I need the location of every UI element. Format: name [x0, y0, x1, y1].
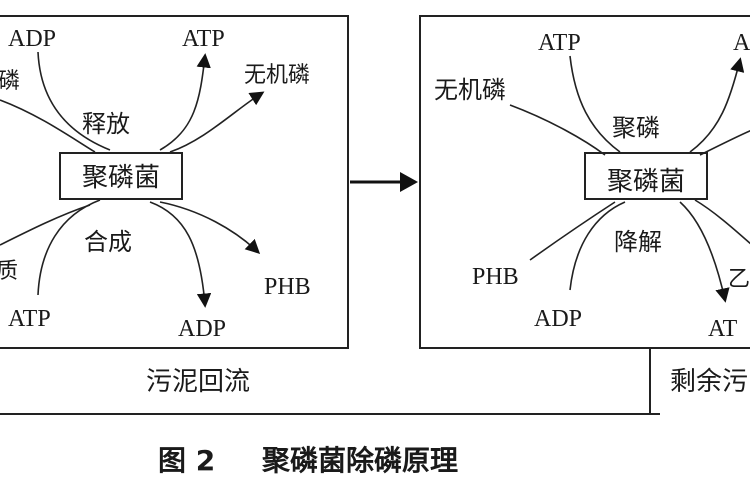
left-bacteria-box	[59, 152, 183, 200]
left-synthesis-label: 合成	[84, 228, 132, 256]
right-uptake-label: 聚磷	[612, 114, 660, 142]
phb-to-box-curve	[529, 201, 616, 261]
right-offscreen-curve-bottom	[694, 199, 750, 245]
box-to-phosphate-arrow	[169, 91, 265, 153]
figure-title: 聚磷菌除磷原理	[261, 444, 458, 477]
atp-to-box-curve-right	[569, 55, 621, 153]
left-release-label: 释放	[82, 110, 130, 138]
box-to-adp-arrow	[149, 201, 212, 308]
figure-number: 图 2	[158, 444, 215, 477]
box-to-atp-arrow-right	[679, 201, 730, 303]
transition-arrow-head	[400, 172, 418, 192]
sludge-return-label: 污泥回流	[146, 367, 250, 397]
excess-sludge-label: 剩余污	[670, 367, 748, 397]
left-bacteria-label: 聚磷菌	[82, 163, 160, 193]
right-cut-char-label: 乙	[728, 267, 750, 292]
phosphate-to-box-curve	[509, 104, 606, 156]
right-degrade-label: 降解	[614, 228, 662, 256]
right-panel-frame	[419, 15, 750, 349]
right-atp-cut-label: AT	[708, 316, 738, 342]
left-phb-label: PHB	[264, 274, 311, 300]
left-atp-top-label: ATP	[182, 26, 225, 52]
box-to-adp-arrow-right	[689, 57, 745, 153]
right-adp-bottom-label: ADP	[534, 306, 582, 332]
right-adp-cut-label: A	[733, 30, 750, 56]
left-offscreen-curve	[0, 99, 96, 153]
left-cut-phosphate-label: 磷	[0, 69, 20, 94]
left-atp-bottom-label: ATP	[8, 306, 51, 332]
left-offscreen-curve-bottom	[0, 204, 91, 246]
adp-to-box-curve-right	[569, 201, 626, 291]
box-to-atp-arrow	[159, 53, 211, 151]
right-atp-top-label: ATP	[538, 30, 581, 56]
left-cut-char-label: 质	[0, 259, 18, 284]
adp-to-box-curve	[37, 51, 111, 151]
left-adp-bottom-label: ADP	[178, 316, 226, 342]
right-phosphate-label: 无机磷	[434, 76, 506, 104]
right-offscreen-curve	[699, 129, 750, 156]
left-panel-frame	[0, 15, 349, 349]
box-to-phb-arrow	[159, 201, 261, 254]
right-bacteria-box	[584, 152, 708, 200]
right-bacteria-label: 聚磷菌	[607, 167, 685, 197]
right-phb-label: PHB	[472, 264, 519, 290]
left-phosphate-label: 无机磷	[244, 63, 310, 88]
left-adp-top-label: ADP	[8, 26, 56, 52]
